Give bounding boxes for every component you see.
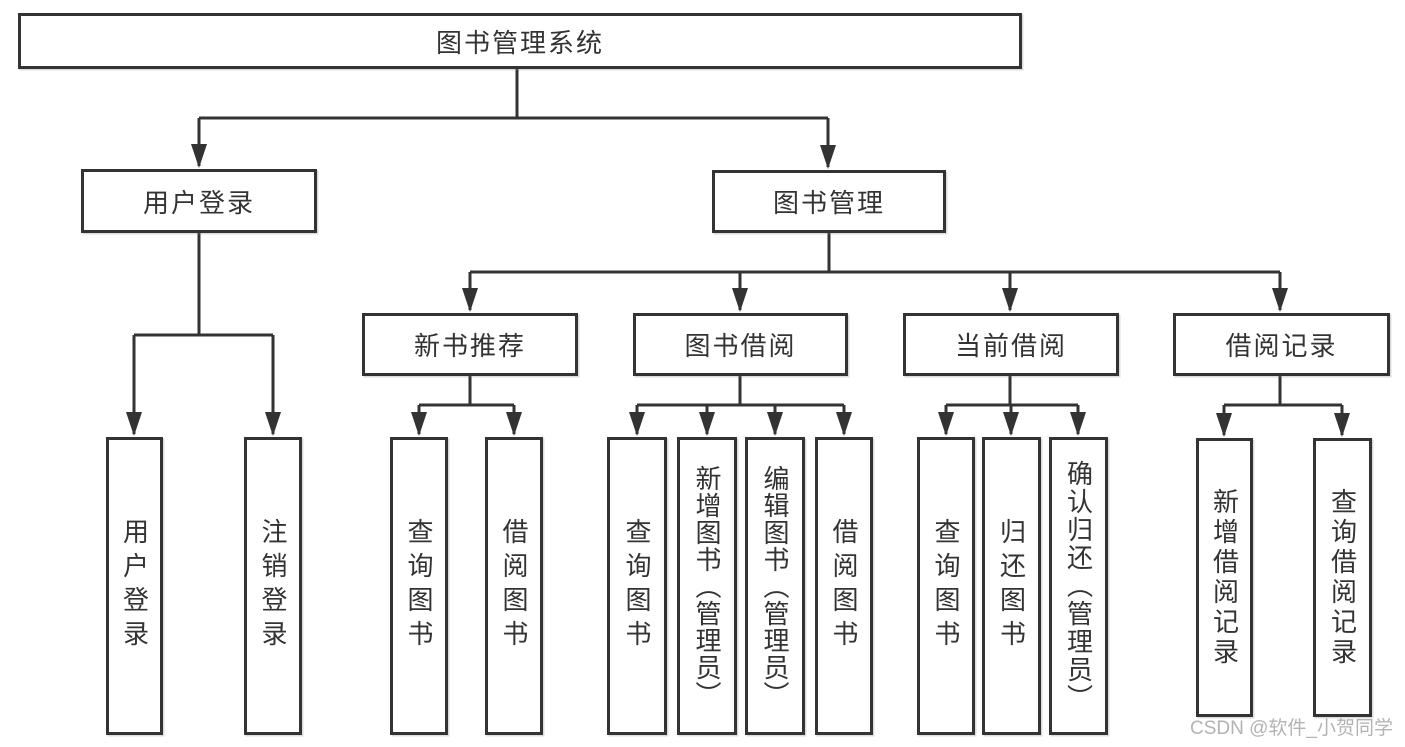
node-borrow-records: 借阅记录: [1173, 313, 1390, 376]
leaf-newbook-query-books: 查询图书: [390, 437, 448, 735]
leaf-logout-label: 注销登录: [258, 518, 288, 654]
node-book-management-label: 图书管理: [772, 188, 885, 218]
leaf-return-books: 归还图书: [982, 437, 1041, 735]
leaf-add-books-admin: 新增图书（管理员）: [677, 437, 737, 735]
watermark: CSDN @软件_小贺同学: [1190, 718, 1393, 739]
node-new-book-recommend-label: 新书推荐: [413, 331, 526, 361]
node-book-borrow: 图书借阅: [633, 313, 848, 376]
leaf-edit-books-admin-label: 编辑图书（管理员）: [760, 464, 790, 708]
leaf-newbook-borrow-books: 借阅图书: [485, 437, 543, 735]
leaf-add-borrow-record-label: 新增借阅记录: [1209, 487, 1240, 668]
node-new-book-recommend: 新书推荐: [362, 313, 578, 376]
node-book-borrow-label: 图书借阅: [684, 331, 797, 361]
node-root: 图书管理系统: [18, 13, 1022, 69]
leaf-borrow-borrow-books-label: 借阅图书: [829, 518, 859, 654]
leaf-current-query-books: 查询图书: [917, 437, 975, 735]
leaf-return-books-label: 归还图书: [996, 518, 1027, 654]
leaf-borrow-borrow-books: 借阅图书: [815, 437, 873, 735]
node-borrow-records-label: 借阅记录: [1225, 331, 1338, 361]
node-user-login: 用户登录: [81, 169, 317, 233]
leaf-user-login: 用户登录: [106, 437, 163, 735]
node-root-label: 图书管理系统: [435, 27, 604, 58]
node-current-borrow: 当前借阅: [903, 313, 1119, 376]
leaf-user-login-label: 用户登录: [119, 518, 150, 654]
leaf-newbook-query-books-label: 查询图书: [404, 518, 434, 654]
leaf-newbook-borrow-books-label: 借阅图书: [499, 518, 529, 654]
leaf-confirm-return-admin-label: 确认归还（管理员）: [1063, 460, 1094, 712]
node-user-login-label: 用户登录: [142, 187, 255, 218]
leaf-add-books-admin-label: 新增图书（管理员）: [692, 464, 722, 708]
leaf-edit-books-admin: 编辑图书（管理员）: [745, 437, 805, 735]
leaf-current-query-books-label: 查询图书: [931, 518, 961, 654]
leaf-logout: 注销登录: [244, 437, 302, 735]
leaf-query-borrow-record-label: 查询借阅记录: [1327, 487, 1358, 668]
leaf-confirm-return-admin: 确认归还（管理员）: [1049, 437, 1108, 735]
leaf-borrow-query-books-label: 查询图书: [622, 518, 652, 654]
node-current-borrow-label: 当前借阅: [954, 331, 1067, 361]
leaf-add-borrow-record: 新增借阅记录: [1196, 438, 1253, 717]
leaf-borrow-query-books: 查询图书: [607, 437, 667, 735]
node-book-management: 图书管理: [712, 170, 946, 233]
leaf-query-borrow-record: 查询借阅记录: [1313, 438, 1372, 717]
